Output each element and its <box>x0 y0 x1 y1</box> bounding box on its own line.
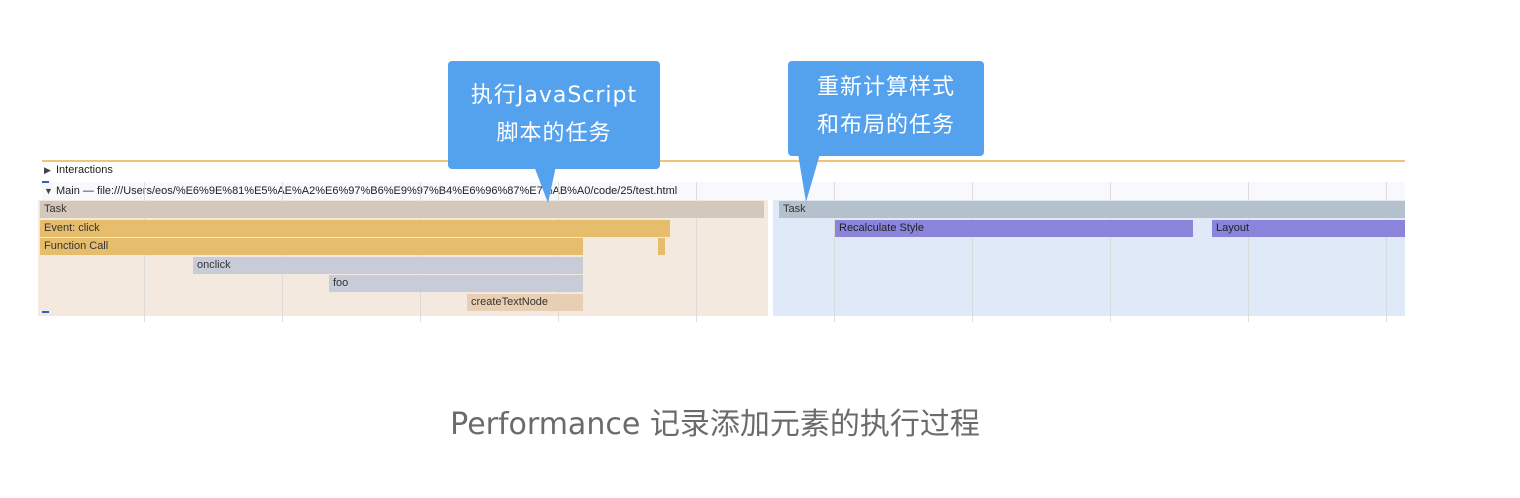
function-call-bar[interactable]: Function Call <box>40 238 583 255</box>
main-track-header <box>42 182 1405 200</box>
time-gridline <box>1248 182 1249 322</box>
main-track-label[interactable]: Main — file:///Users/eos/%E6%9E%81%E5%AE… <box>56 185 678 197</box>
callout-js-line2: 脚本的任务 <box>496 121 612 146</box>
recalculate-style-bar[interactable]: Recalculate Style <box>835 220 1193 237</box>
callout-js-task: 执行JavaScript 脚本的任务 <box>448 61 660 169</box>
figure-caption: Performance 记录添加元素的执行过程 <box>450 407 980 442</box>
interactions-track-label[interactable]: Interactions <box>56 164 113 176</box>
time-gridline <box>1110 182 1111 322</box>
selection-marker <box>42 311 49 313</box>
task-bar-rendering[interactable]: Task <box>779 201 1405 218</box>
main-collapse-icon[interactable]: ▼ <box>44 186 53 196</box>
time-gridline <box>972 182 973 322</box>
interactions-expand-icon[interactable]: ▶ <box>44 165 51 175</box>
create-text-node-bar[interactable]: createTextNode <box>467 294 583 311</box>
layout-bar[interactable]: Layout <box>1212 220 1405 237</box>
onclick-bar[interactable]: onclick <box>193 257 583 274</box>
callout-js-line1: 执行JavaScript <box>470 83 638 108</box>
callout-js-pointer <box>534 166 556 203</box>
event-click-bar[interactable]: Event: click <box>40 220 670 237</box>
callout-style-line2: 和布局的任务 <box>816 113 955 138</box>
task-bar-scripting[interactable]: Task <box>40 201 764 218</box>
time-gridline <box>834 182 835 322</box>
time-gridline <box>696 182 697 322</box>
time-gridline <box>1386 182 1387 322</box>
selection-marker <box>42 181 49 183</box>
callout-style-task: 重新计算样式 和布局的任务 <box>788 61 984 156</box>
rendering-zone <box>773 200 1405 316</box>
function-call-bar-small[interactable] <box>658 238 665 255</box>
callout-style-line1: 重新计算样式 <box>816 75 955 100</box>
foo-bar[interactable]: foo <box>329 275 583 292</box>
callout-style-pointer <box>798 154 820 202</box>
interactions-divider <box>42 160 1405 162</box>
performance-flame-chart: ▶ Interactions ▼ Main — file:///Users/eo… <box>38 160 1405 322</box>
